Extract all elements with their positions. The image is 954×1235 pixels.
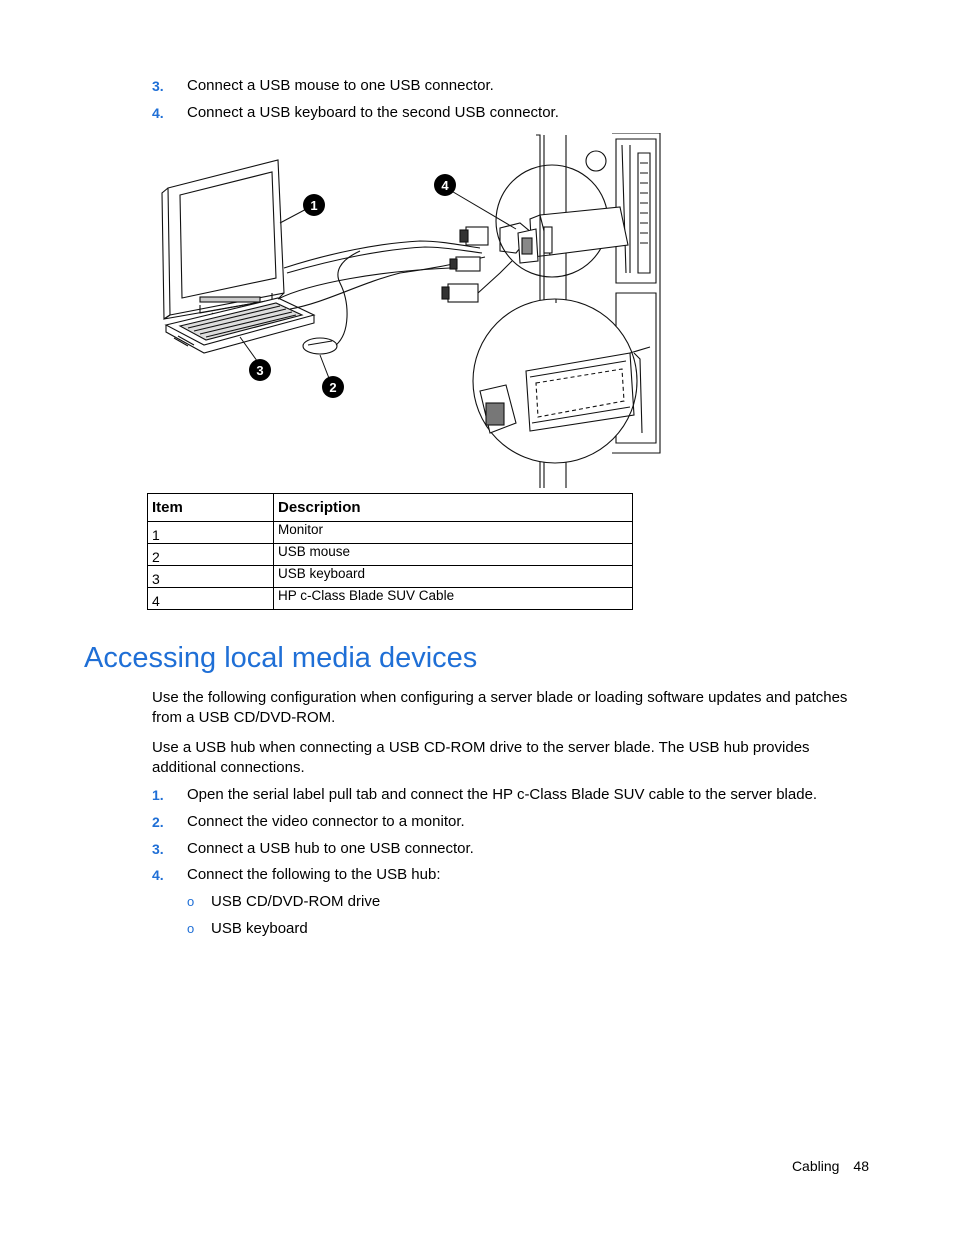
step-4-top: 4. Connect a USB keyboard to the second … (152, 104, 852, 122)
step-number: 1. (152, 787, 164, 803)
paragraph-1: Use the following configuration when con… (152, 689, 848, 726)
page-number: 48 (853, 1158, 869, 1174)
svg-text:1: 1 (310, 198, 317, 213)
step-number: 4. (152, 105, 164, 121)
callouts: 1 2 3 4 (239, 174, 517, 398)
cell-description: USB mouse (273, 543, 633, 566)
header-description: Description (273, 493, 633, 522)
table-header-row: Item Description (147, 493, 633, 522)
callout-3: 3 (249, 359, 271, 381)
page-footer: Cabling 48 (792, 1158, 869, 1174)
step-text: Connect the video connector to a monitor… (187, 813, 465, 830)
svg-text:3: 3 (256, 363, 263, 378)
step-2: 2. Connect the video connector to a moni… (152, 813, 872, 831)
bullet-text: USB CD/DVD-ROM drive (211, 893, 381, 910)
step-text: Connect the following to the USB hub: (187, 866, 441, 883)
table-row: 2 USB mouse (147, 543, 633, 566)
cell-item: 1 (147, 521, 274, 544)
cell-description: Monitor (273, 521, 633, 544)
server-enclosure-illustration (495, 133, 661, 488)
monitor-illustration (161, 159, 285, 322)
table-row: 3 USB keyboard (147, 565, 633, 588)
callout-1: 1 (303, 194, 325, 216)
cell-item: 3 (147, 565, 274, 588)
step-3: 3. Connect a USB hub to one USB connecto… (152, 840, 872, 858)
step-number: 3. (152, 841, 164, 857)
bullet-cd-dvd: o USB CD/DVD-ROM drive (187, 893, 687, 911)
step-4: 4. Connect the following to the USB hub: (152, 866, 872, 884)
cell-item: 4 (147, 587, 274, 610)
zoom-detail-illustration (472, 298, 651, 464)
step-text: Connect a USB mouse to one USB connector… (187, 77, 494, 94)
cable-illustration (277, 222, 533, 310)
footer-section: Cabling (791, 1158, 840, 1174)
keyboard-illustration (164, 297, 316, 354)
paragraph-2: Use a USB hub when connecting a USB CD-R… (152, 739, 810, 776)
cabling-figure: 1 2 3 4 (161, 133, 661, 488)
step-1: 1. Open the serial label pull tab and co… (152, 786, 872, 804)
item-description-table: Item Description 1 Monitor 2 USB mouse 3… (147, 493, 633, 610)
svg-text:2: 2 (329, 380, 336, 395)
step-text: Connect a USB keyboard to the second USB… (187, 104, 559, 121)
svg-text:4: 4 (441, 178, 449, 193)
callout-2: 2 (322, 376, 344, 398)
header-item: Item (147, 493, 274, 522)
step-text: Open the serial label pull tab and conne… (187, 786, 818, 803)
step-number: 4. (152, 867, 164, 883)
bullet-keyboard: o USB keyboard (187, 920, 687, 938)
step-3-top: 3. Connect a USB mouse to one USB connec… (152, 77, 852, 95)
bullet-marker: o (187, 921, 195, 936)
table-row: 1 Monitor (147, 521, 633, 544)
cell-description: USB keyboard (273, 565, 633, 588)
section-title: Accessing local media devices (84, 642, 478, 674)
step-number: 2. (152, 814, 164, 830)
step-number: 3. (152, 78, 164, 94)
table-row: 4 HP c-Class Blade SUV Cable (147, 587, 633, 610)
cell-item: 2 (147, 543, 274, 566)
bullet-marker: o (187, 894, 195, 909)
bullet-text: USB keyboard (211, 920, 308, 937)
mouse-illustration (302, 250, 361, 355)
cell-description: HP c-Class Blade SUV Cable (273, 587, 633, 610)
callout-4: 4 (434, 174, 456, 196)
step-text: Connect a USB hub to one USB connector. (187, 840, 474, 857)
